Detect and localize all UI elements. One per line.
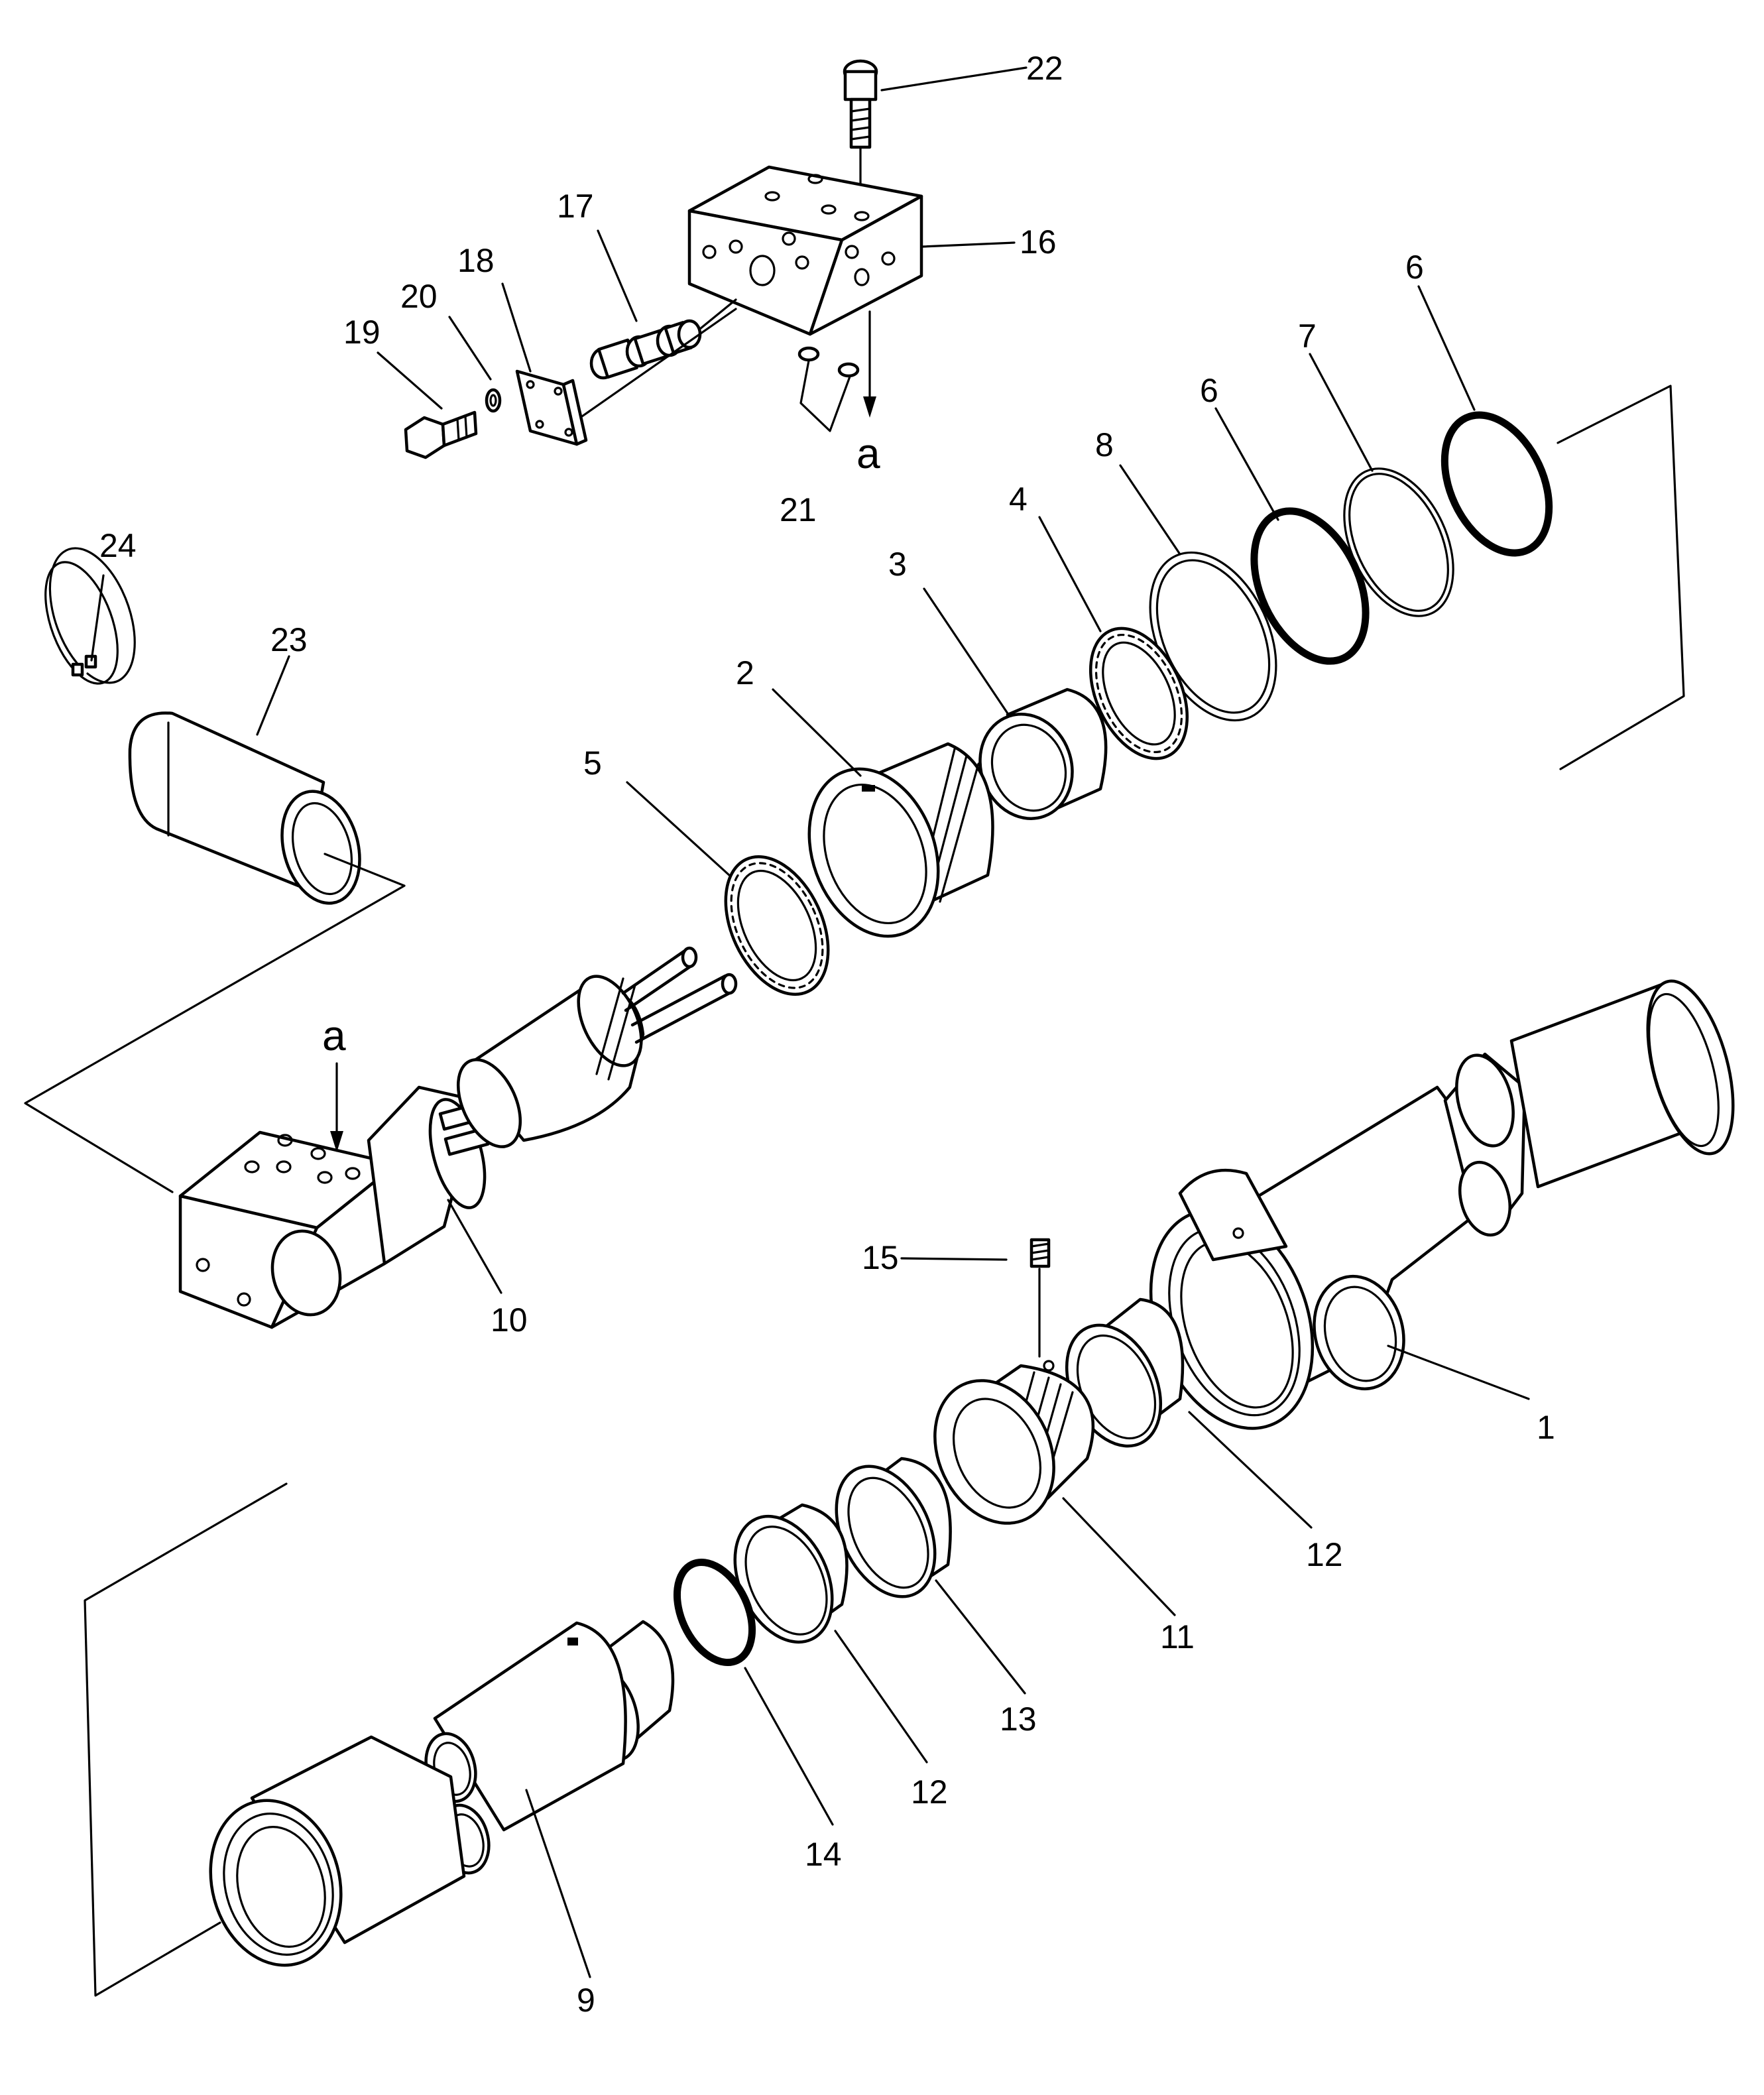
marker-a-left: a xyxy=(322,1012,346,1059)
callout-2: 2 xyxy=(736,654,754,691)
part-13-ring xyxy=(835,1457,952,1598)
callout-11: 11 xyxy=(1160,1618,1195,1655)
part-5-bearing xyxy=(724,855,830,996)
callout-1: 1 xyxy=(1537,1409,1555,1446)
spool-axis-line xyxy=(699,298,737,330)
callout-6-left: 6 xyxy=(1200,372,1218,409)
callout-17: 17 xyxy=(557,188,594,225)
part-1-cylinder xyxy=(1149,979,1735,1430)
part-22-bolt xyxy=(843,59,878,149)
leader-lines xyxy=(90,66,1530,1978)
part-23-pin xyxy=(128,711,361,905)
callout-4: 4 xyxy=(1009,481,1028,518)
callout-10: 10 xyxy=(491,1301,528,1339)
callout-9: 9 xyxy=(577,1982,595,2019)
part-9-tube xyxy=(209,1620,675,1967)
part-19-bolt xyxy=(404,410,478,459)
callout-16: 16 xyxy=(1020,223,1057,261)
part-14-o-ring xyxy=(673,1558,756,1667)
callout-14: 14 xyxy=(805,1836,842,1873)
callout-12-left: 12 xyxy=(911,1773,948,1811)
part-2-gland xyxy=(807,742,994,938)
part-10-rod-assembly xyxy=(178,946,738,1329)
part-16-valve-block xyxy=(687,165,923,336)
callout-20: 20 xyxy=(400,278,438,315)
part-17-spool xyxy=(589,319,702,380)
marker-a-top: a xyxy=(856,430,880,477)
reference-arrow-a-top xyxy=(863,310,876,418)
callout-21: 21 xyxy=(780,491,817,528)
part-20-washer xyxy=(485,388,502,413)
assembly-bracket-lines xyxy=(24,385,1685,1997)
part-4-bearing-ring xyxy=(1088,627,1189,760)
callout-19: 19 xyxy=(343,314,381,351)
part-6-ring-right xyxy=(1441,411,1553,557)
callout-6-right: 6 xyxy=(1405,249,1424,286)
callout-24: 24 xyxy=(99,527,137,564)
reference-arrow-a-left xyxy=(330,1062,343,1152)
part-24-snap-ring xyxy=(44,547,136,685)
part-18-plate xyxy=(515,369,588,446)
part-7-ring xyxy=(1343,467,1454,617)
part-11-piston xyxy=(933,1360,1094,1525)
callout-13: 13 xyxy=(1000,1701,1037,1738)
callout-3: 3 xyxy=(888,546,907,583)
part-6-ring-left xyxy=(1250,507,1370,665)
callout-18: 18 xyxy=(457,242,495,279)
callout-15: 15 xyxy=(862,1239,899,1276)
callout-5: 5 xyxy=(583,745,602,782)
part-15-set-screw xyxy=(1029,1238,1051,1358)
callout-8: 8 xyxy=(1095,426,1114,463)
callout-23: 23 xyxy=(270,621,308,658)
callout-12-right: 12 xyxy=(1306,1536,1343,1573)
plate-axis-line xyxy=(581,308,737,418)
part-3-bushing xyxy=(978,688,1108,820)
part-21-o-rings xyxy=(797,346,860,432)
callout-labels: 22 16 17 18 20 19 21 6 7 6 8 4 3 2 5 24 … xyxy=(99,50,1555,2019)
callout-22: 22 xyxy=(1026,50,1063,87)
callout-7: 7 xyxy=(1298,318,1317,355)
